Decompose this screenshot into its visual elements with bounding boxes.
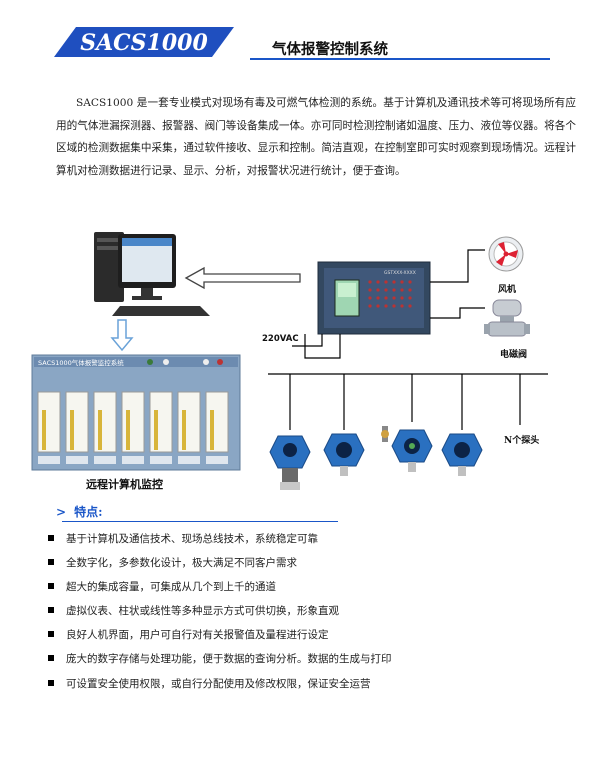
panel-label: GSTXXX-XXXX xyxy=(384,270,416,276)
fan-icon xyxy=(488,236,524,272)
detector-icon-2 xyxy=(323,433,365,476)
features-list: 基于计算机及通信技术、现场总线技术，系统稳定可靠 全数字化，多参数化设计，极大满… xyxy=(48,527,392,696)
feature-item: 可设置安全使用权限，或自行分配使用及修改权限，保证安全运营 xyxy=(48,672,392,696)
monitoring-screen: SACS1000气体报警监控系统 xyxy=(31,354,241,471)
feature-item: 庞大的数字存储与处理功能，便于数据的查询分析。数据的生成与打印 xyxy=(48,647,392,671)
bullet-icon xyxy=(48,583,54,590)
probes-label: N个探头 xyxy=(504,434,539,446)
badge-shape xyxy=(54,27,234,57)
screen-gauges xyxy=(37,391,229,464)
voltage-label: 220VAC xyxy=(262,334,299,344)
page-title: 气体报警控制系统 xyxy=(272,42,388,58)
feature-item: 良好人机界面，用户可自行对有关报警值及量程进行设定 xyxy=(48,623,392,647)
system-diagram: SACS1000气体报警监控系统 xyxy=(0,220,600,500)
feature-item: 超大的集成容量，可集成从几个到上千的通道 xyxy=(48,575,392,599)
feature-item: 虚拟仪表、柱状或线性等多种显示方式可供切换，形象直观 xyxy=(48,599,392,623)
features-underline xyxy=(62,521,338,522)
detector-icon-4 xyxy=(441,433,483,476)
bullet-icon xyxy=(48,631,54,638)
bullet-icon xyxy=(48,607,54,614)
screen-title: SACS1000气体报警监控系统 xyxy=(38,358,124,367)
arrow-to-computer xyxy=(184,266,301,290)
title-underline xyxy=(250,58,550,60)
wiring xyxy=(268,249,548,430)
intro-paragraph: SACS1000 是一套专业模式对现场有毒及可燃气体检测的系统。基于计算机及通讯… xyxy=(56,97,576,177)
features-title: >特点: xyxy=(56,505,103,519)
valve-label: 电磁阀 xyxy=(500,348,527,360)
feature-item: 全数字化，多参数化设计，极大满足不同客户需求 xyxy=(48,551,392,575)
bullet-icon xyxy=(48,679,54,686)
bullet-icon xyxy=(48,535,54,541)
chevron-right-icon: > xyxy=(56,505,67,519)
badge-text: SACS1000 xyxy=(80,30,208,56)
remote-label: 远程计算机监控 xyxy=(86,477,163,491)
arrow-down xyxy=(110,319,134,352)
bullet-icon xyxy=(48,559,54,566)
valve-icon xyxy=(484,299,530,337)
feature-item: 基于计算机及通信技术、现场总线技术，系统稳定可靠 xyxy=(48,527,392,551)
detector-icon-1 xyxy=(269,435,311,490)
fan-label: 风机 xyxy=(498,283,516,295)
computer-icon xyxy=(94,232,210,316)
controller-cabinet: GSTXXX-XXXX xyxy=(317,261,431,335)
detector-icon-3 xyxy=(381,426,433,472)
product-badge: SACS1000 xyxy=(54,27,234,57)
bullet-icon xyxy=(48,655,54,662)
